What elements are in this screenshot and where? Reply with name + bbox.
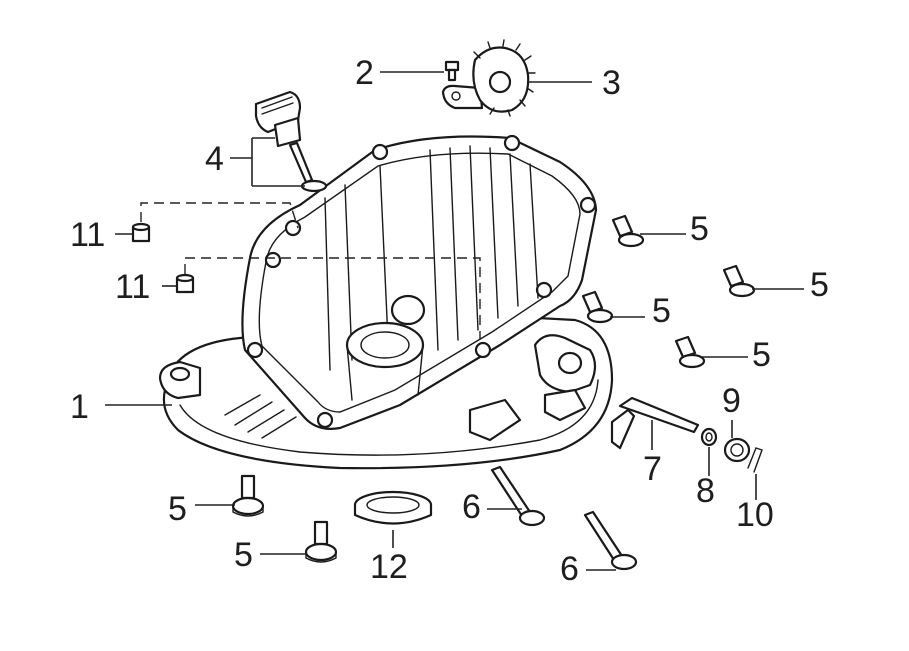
callout-labels: 1 2 3 4 5 5 5 5 5 5 6 6 7 8 9 10 11 11 1… bbox=[70, 54, 829, 588]
callout-11: 11 bbox=[115, 268, 150, 306]
flange-bolt bbox=[722, 264, 756, 298]
callout-8: 8 bbox=[696, 472, 715, 510]
callout-12: 12 bbox=[370, 548, 408, 586]
part-oil-dipstick bbox=[254, 90, 328, 193]
callout-3: 3 bbox=[602, 64, 621, 102]
callout-5: 5 bbox=[810, 266, 829, 304]
callout-6: 6 bbox=[462, 488, 481, 526]
dowel-alignment-line bbox=[184, 257, 481, 340]
long-bolt bbox=[490, 465, 546, 527]
part-governor-shaft bbox=[610, 396, 700, 450]
dowel-pin bbox=[131, 222, 151, 243]
flange-bolt bbox=[581, 290, 614, 324]
part-long-bolts bbox=[490, 465, 638, 571]
callout-5: 5 bbox=[168, 490, 187, 528]
dowel-alignment-line bbox=[140, 202, 299, 229]
part-clip bbox=[747, 447, 763, 473]
flange-bolt bbox=[674, 335, 706, 369]
part-flange-bolts bbox=[231, 214, 756, 563]
part-oil-seal-ring bbox=[353, 490, 433, 525]
callout-11: 11 bbox=[70, 216, 105, 254]
part-washer bbox=[700, 427, 718, 447]
part-small-bolt bbox=[444, 60, 460, 82]
callout-5: 5 bbox=[652, 292, 671, 330]
callout-4: 4 bbox=[205, 140, 224, 178]
part-governor-assembly bbox=[441, 39, 536, 117]
callout-6: 6 bbox=[560, 550, 579, 588]
callout-5: 5 bbox=[752, 336, 771, 374]
callout-2: 2 bbox=[355, 54, 374, 92]
flange-bolt bbox=[231, 474, 265, 517]
flange-bolt bbox=[304, 520, 338, 563]
callout-5: 5 bbox=[234, 536, 253, 574]
callout-1: 1 bbox=[70, 388, 89, 426]
leader-lines bbox=[105, 71, 804, 571]
dowel-pin bbox=[175, 273, 195, 294]
part-dowel-pins bbox=[131, 222, 195, 294]
callout-9: 9 bbox=[722, 382, 741, 420]
flange-bolt bbox=[611, 214, 645, 248]
long-bolt bbox=[583, 510, 638, 571]
part-seal bbox=[723, 437, 751, 463]
part-crankcase-cover bbox=[158, 134, 614, 470]
callout-10: 10 bbox=[736, 496, 774, 534]
callout-5: 5 bbox=[690, 210, 709, 248]
callout-7: 7 bbox=[643, 450, 662, 488]
